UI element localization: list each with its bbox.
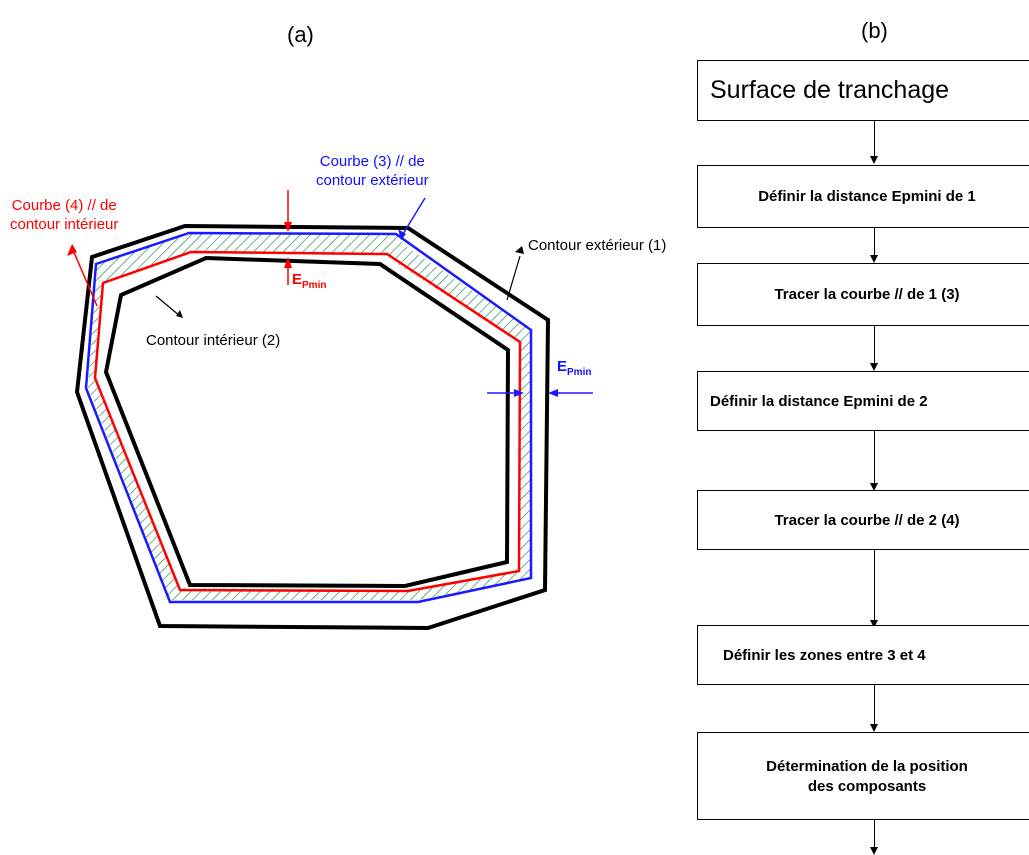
flow-step-surface: Surface de tranchage	[697, 60, 1029, 121]
flow-step-curve-2: Tracer la courbe // de 2 (4)	[697, 490, 1029, 550]
curve-4	[93, 250, 522, 593]
arrow-head-icon	[284, 257, 292, 268]
contour-diagram	[67, 190, 593, 631]
arrow-down-icon	[870, 620, 878, 628]
arrow-down-icon	[870, 363, 878, 371]
flow-arrow	[874, 820, 875, 850]
arrow-down-icon	[870, 255, 878, 263]
curve-3	[84, 231, 533, 604]
flow-arrow	[874, 121, 875, 159]
arrow-down-icon	[870, 483, 878, 491]
epmin-right-label: EPmin	[557, 358, 592, 378]
panel-label-a: (a)	[287, 22, 314, 47]
inner-contour-label: Contour intérieur (2)	[146, 332, 281, 349]
arrow-head-icon	[515, 246, 524, 254]
flow-step-epmini-1: Définir la distance Epmini de 1	[697, 165, 1029, 228]
flow-arrow	[874, 431, 875, 486]
flow-step-zones: Définir les zones entre 3 et 4	[697, 625, 1029, 685]
outer-contour-pointer	[506, 255, 521, 301]
arrow-down-icon	[870, 724, 878, 732]
panel-label-b: (b)	[861, 18, 888, 43]
curve4-label: Courbe (4) // de contour intérieur	[10, 197, 119, 233]
flow-arrow	[874, 685, 875, 727]
flow-step-epmini-2: Définir la distance Epmini de 2	[697, 371, 1029, 431]
arrow-head-icon	[176, 310, 183, 318]
flow-arrow	[874, 326, 875, 366]
epmin-top-label: EPmin	[292, 271, 327, 291]
arrow-head-icon	[67, 244, 77, 256]
flow-step-position: Détermination de la position des composa…	[697, 732, 1029, 820]
inner-contour-pointer	[155, 295, 181, 317]
arrow-head-icon	[398, 229, 406, 240]
hatched-zone	[88, 234, 532, 600]
outer-contour	[74, 223, 551, 631]
arrow-head-icon	[284, 222, 292, 232]
flow-arrow	[874, 550, 875, 623]
curve4-pointer	[72, 249, 98, 307]
arrow-down-icon	[870, 847, 878, 855]
curve3-label: Courbe (3) // de contour extérieur	[316, 153, 429, 189]
arrow-down-icon	[870, 156, 878, 164]
arrow-head-icon	[514, 389, 524, 397]
flow-step-curve-1: Tracer la courbe // de 1 (3)	[697, 263, 1029, 326]
inner-contour	[103, 255, 511, 589]
curve3-pointer	[402, 197, 426, 235]
outer-contour-label: Contour extérieur (1)	[528, 237, 667, 254]
arrow-head-icon	[548, 389, 558, 397]
flow-arrow	[874, 228, 875, 258]
